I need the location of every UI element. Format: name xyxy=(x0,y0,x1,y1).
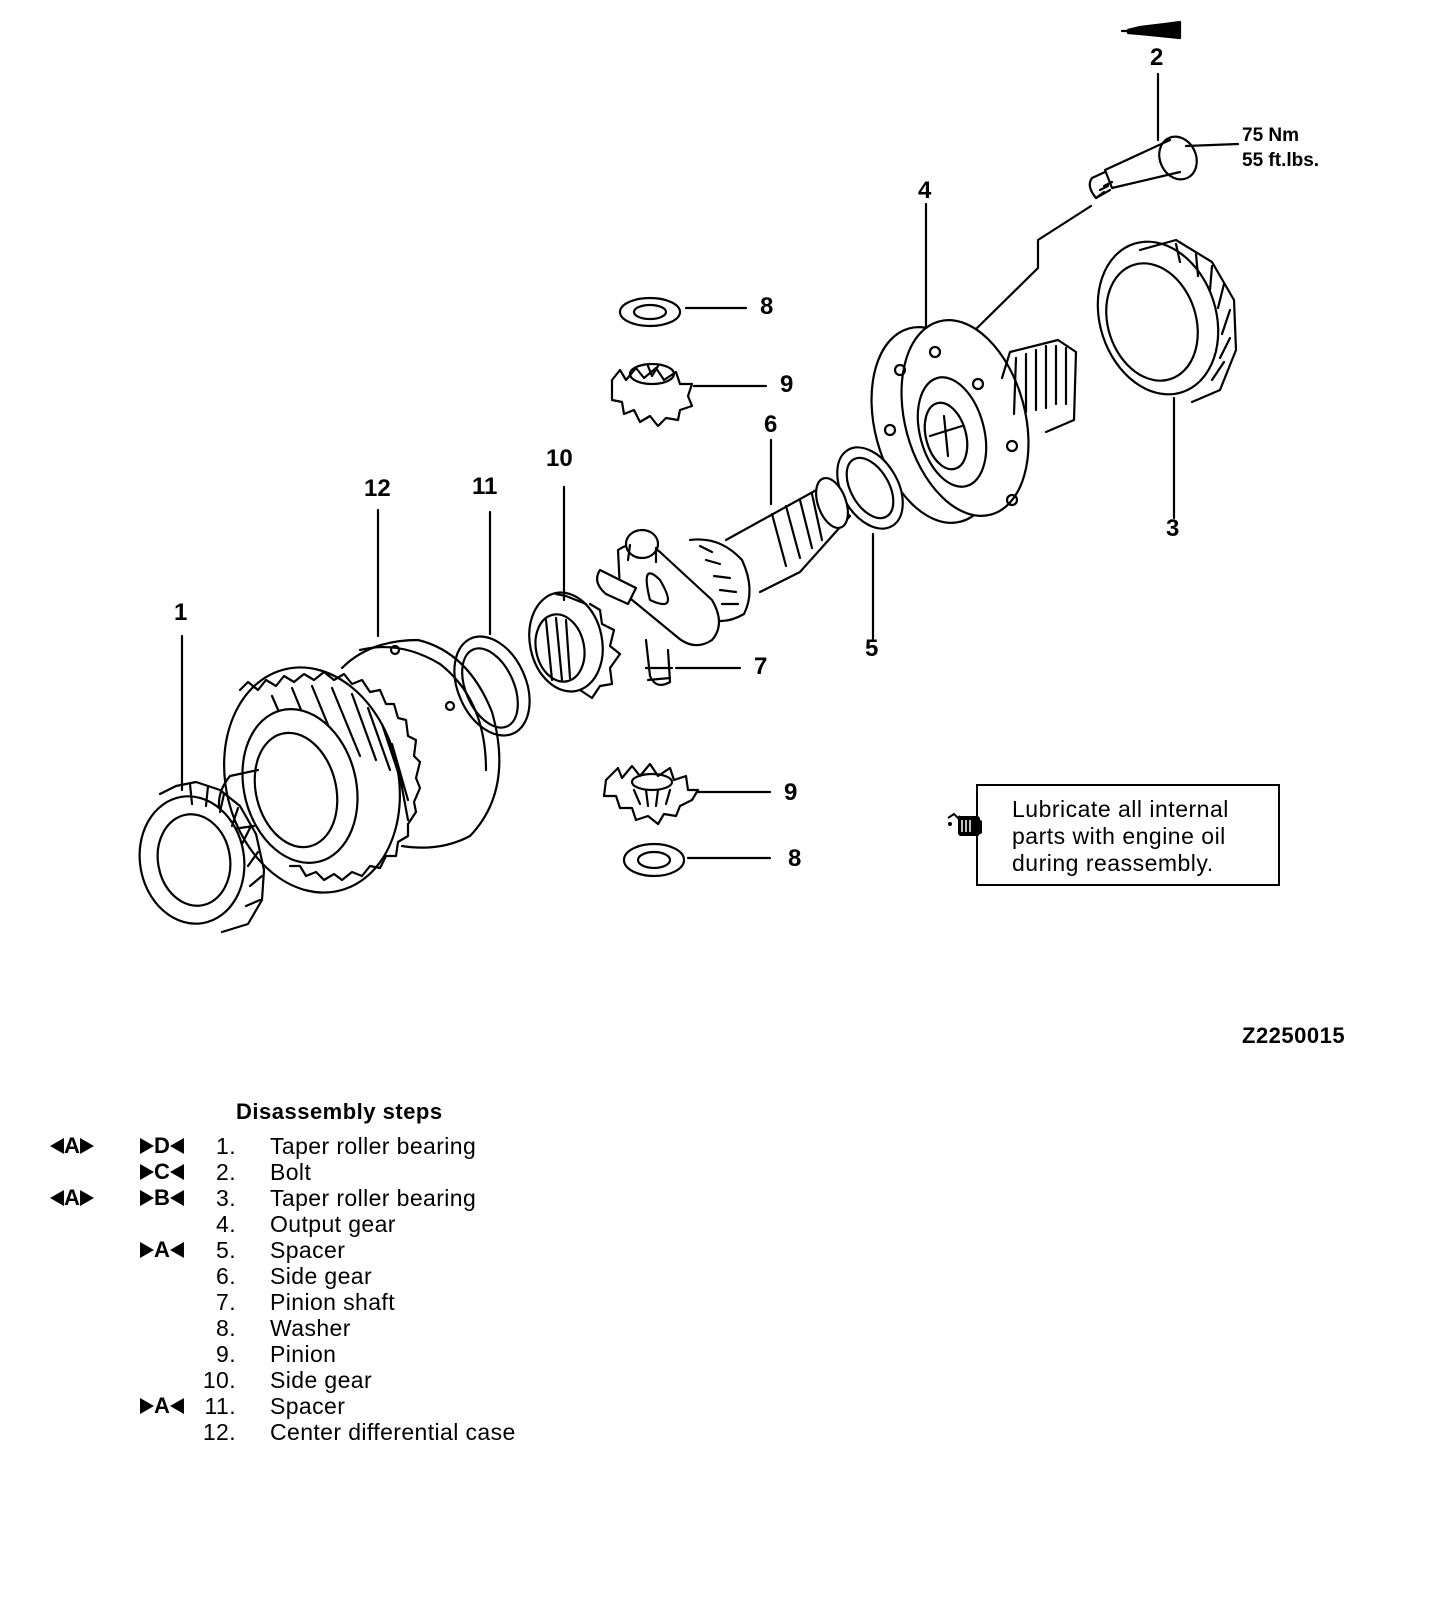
callout-6: 6 xyxy=(764,411,777,438)
step-number: 3. xyxy=(216,1185,236,1211)
right-service-mark: A xyxy=(140,1237,185,1263)
side-gear-part-10 xyxy=(528,485,622,700)
oil-can-icon xyxy=(947,812,982,836)
note-line-3: during reassembly. xyxy=(1012,850,1214,876)
step-label: Output gear xyxy=(270,1211,396,1237)
step-label: Side gear xyxy=(270,1367,373,1393)
output-gear-part-4 xyxy=(870,202,1078,524)
callout-1: 1 xyxy=(174,599,187,626)
step-number: 1. xyxy=(216,1133,236,1159)
step-number: 8. xyxy=(216,1315,236,1341)
step-label: Spacer xyxy=(270,1237,346,1263)
step-item: A 5. Spacer xyxy=(0,1237,700,1263)
step-item: 4. Output gear xyxy=(0,1211,700,1237)
step-label: Side gear xyxy=(270,1263,373,1289)
step-item: A B 3. Taper roller bearing xyxy=(0,1185,700,1211)
callout-12: 12 xyxy=(364,475,391,502)
step-label: Taper roller bearing xyxy=(270,1133,477,1159)
sealant-tube-icon xyxy=(1120,20,1182,40)
right-service-mark: C xyxy=(140,1159,185,1185)
step-item: 6. Side gear xyxy=(0,1263,700,1289)
callout-4: 4 xyxy=(918,177,932,204)
step-number: 5. xyxy=(216,1237,236,1263)
step-label: Pinion shaft xyxy=(270,1289,395,1315)
pinion-part-9-bottom xyxy=(602,762,772,826)
step-number: 10. xyxy=(202,1367,236,1393)
left-service-mark: A xyxy=(50,1133,95,1159)
washer-part-8-top xyxy=(618,296,748,328)
step-number: 6. xyxy=(216,1263,236,1289)
figure-id: Z2250015 xyxy=(1242,1023,1346,1048)
left-service-mark: A xyxy=(50,1185,95,1211)
step-number: 12. xyxy=(202,1419,236,1445)
step-item: C 2. Bolt xyxy=(0,1159,700,1185)
step-item: A D 1. Taper roller bearing xyxy=(0,1133,700,1159)
right-service-mark: B xyxy=(140,1185,185,1211)
step-item: 12. Center differential case xyxy=(0,1419,700,1445)
callout-2: 2 xyxy=(1150,44,1163,71)
step-label: Washer xyxy=(270,1315,351,1341)
step-label: Bolt xyxy=(270,1159,312,1185)
step-number: 4. xyxy=(216,1211,236,1237)
step-item: 7. Pinion shaft xyxy=(0,1289,700,1315)
step-item: 10. Side gear xyxy=(0,1367,700,1393)
callout-8-bottom: 8 xyxy=(788,845,801,872)
note-line-1: Lubricate all internal xyxy=(1012,796,1229,822)
callout-5: 5 xyxy=(865,635,878,662)
callout-9-bottom: 9 xyxy=(784,779,797,806)
step-item: 9. Pinion xyxy=(0,1341,700,1367)
center-differential-case-part-12 xyxy=(217,508,501,894)
taper-roller-bearing-part-3 xyxy=(1096,238,1238,520)
step-label: Center differential case xyxy=(270,1419,516,1445)
bolt-part-2 xyxy=(1088,72,1240,200)
callout-8-top: 8 xyxy=(760,293,773,320)
callout-10: 10 xyxy=(546,445,573,472)
taper-roller-bearing-part-1 xyxy=(138,634,266,934)
step-number: 9. xyxy=(216,1341,236,1367)
step-item: A 11. Spacer xyxy=(0,1393,700,1419)
steps-title: Disassembly steps xyxy=(236,1099,443,1124)
side-gear-part-6 xyxy=(688,438,852,623)
right-service-mark: D xyxy=(140,1133,185,1159)
right-service-mark: A xyxy=(140,1393,185,1419)
callout-3: 3 xyxy=(1166,515,1179,542)
torque-metric: 75 Nm xyxy=(1242,125,1299,146)
step-number: 11. xyxy=(204,1393,236,1419)
step-number: 2. xyxy=(216,1159,236,1185)
note-line-2: parts with engine oil xyxy=(1012,823,1226,849)
step-label: Taper roller bearing xyxy=(270,1185,477,1211)
step-label: Spacer xyxy=(270,1393,346,1419)
callout-9-top: 9 xyxy=(780,371,793,398)
torque-imperial: 55 ft.lbs. xyxy=(1242,150,1319,171)
exploded-view-diagram: 1 2 3 4 5 6 7 8 8 9 9 10 11 12 75 Nm 55 … xyxy=(138,20,1319,934)
step-number: 7. xyxy=(216,1289,236,1315)
step-item: 8. Washer xyxy=(0,1315,700,1341)
callout-11: 11 xyxy=(472,473,497,500)
bolt-path-line xyxy=(973,204,1093,332)
spacer-part-11 xyxy=(453,510,531,737)
pinion-shaft-part-7 xyxy=(595,528,742,687)
washer-part-8-bottom xyxy=(622,842,772,878)
step-label: Pinion xyxy=(270,1341,337,1367)
lubrication-note: Lubricate all internal parts with engine… xyxy=(947,784,1280,886)
callout-7: 7 xyxy=(754,653,767,680)
pinion-part-9-top xyxy=(610,362,768,428)
